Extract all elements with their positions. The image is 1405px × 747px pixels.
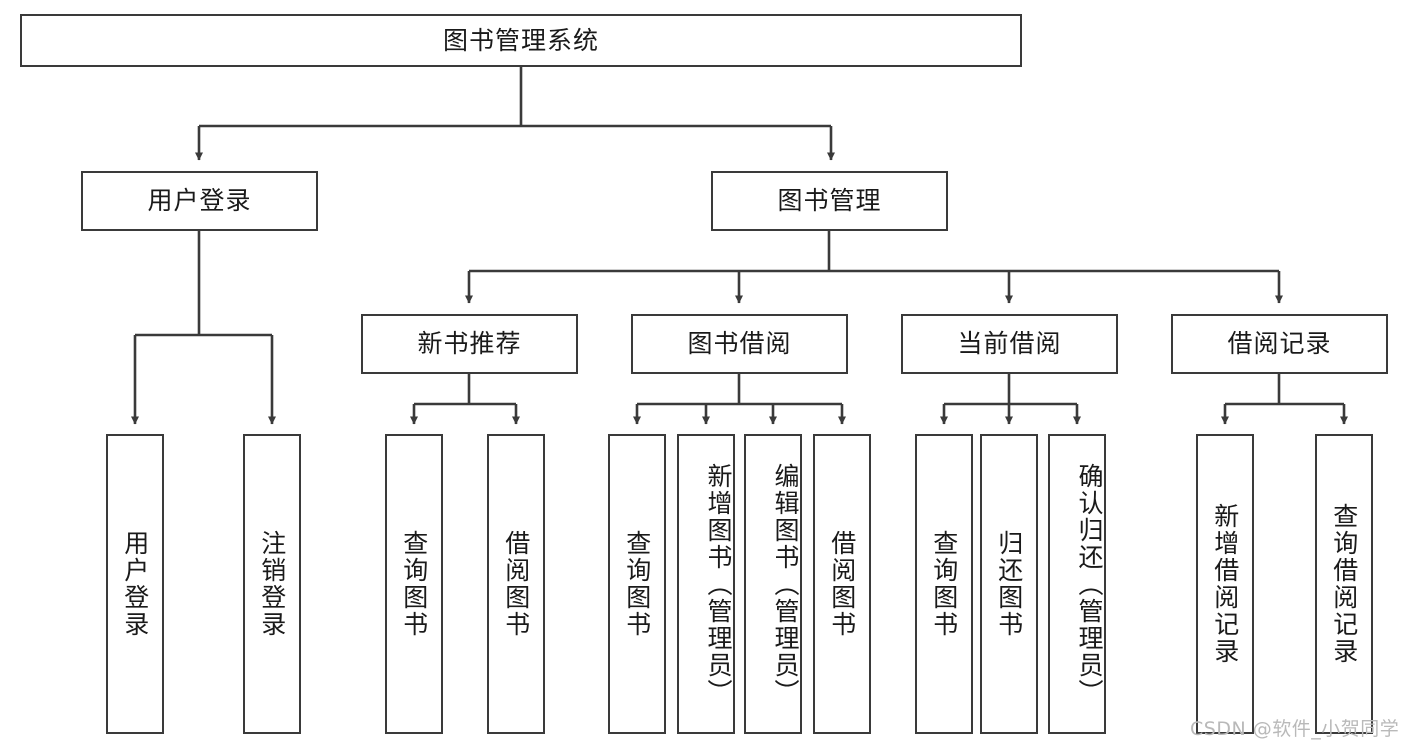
node-leaf-query-book-1[interactable]: 查询图书	[385, 434, 443, 734]
node-leaf-user-login[interactable]: 用户登录	[106, 434, 164, 734]
node-leaf-query-record[interactable]: 查询借阅记录	[1315, 434, 1373, 734]
node-current-borrow[interactable]: 当前借阅	[901, 314, 1118, 374]
node-leaf-user-login-label: 用户登录	[120, 530, 150, 638]
node-leaf-add-record[interactable]: 新增借阅记录	[1196, 434, 1254, 734]
node-leaf-add-book-label: 新增图书（管理员）	[704, 462, 733, 706]
node-leaf-confirm-return-label: 确认归还（管理员）	[1075, 462, 1104, 706]
node-book-manage-label: 图书管理	[777, 186, 882, 216]
watermark-text: CSDN @软件_小贺同学	[1190, 718, 1400, 740]
node-leaf-confirm-return[interactable]: 确认归还（管理员）	[1048, 434, 1106, 734]
node-book-borrow-label: 图书借阅	[687, 329, 792, 359]
node-user-login-label: 用户登录	[147, 186, 252, 216]
node-leaf-borrow-book-1-label: 借阅图书	[501, 530, 531, 638]
node-leaf-query-book-3[interactable]: 查询图书	[915, 434, 973, 734]
node-leaf-user-logout-label: 注销登录	[257, 530, 287, 638]
node-leaf-return-book[interactable]: 归还图书	[980, 434, 1038, 734]
node-new-book-rec-label: 新书推荐	[417, 329, 522, 359]
node-leaf-query-record-label: 查询借阅记录	[1329, 503, 1359, 665]
node-book-borrow[interactable]: 图书借阅	[631, 314, 848, 374]
node-current-borrow-label: 当前借阅	[957, 329, 1062, 359]
node-root[interactable]: 图书管理系统	[20, 14, 1022, 67]
node-leaf-query-book-1-label: 查询图书	[399, 530, 429, 638]
node-leaf-return-book-label: 归还图书	[994, 530, 1024, 638]
node-leaf-borrow-book-2-label: 借阅图书	[827, 530, 857, 638]
node-borrow-record[interactable]: 借阅记录	[1171, 314, 1388, 374]
node-root-label: 图书管理系统	[442, 25, 599, 55]
node-leaf-borrow-book-1[interactable]: 借阅图书	[487, 434, 545, 734]
node-leaf-query-book-2-label: 查询图书	[622, 530, 652, 638]
node-book-manage[interactable]: 图书管理	[711, 171, 948, 231]
node-leaf-edit-book[interactable]: 编辑图书（管理员）	[744, 434, 802, 734]
node-new-book-rec[interactable]: 新书推荐	[361, 314, 578, 374]
node-borrow-record-label: 借阅记录	[1227, 329, 1332, 359]
node-leaf-user-logout[interactable]: 注销登录	[243, 434, 301, 734]
node-leaf-query-book-2[interactable]: 查询图书	[608, 434, 666, 734]
node-leaf-add-record-label: 新增借阅记录	[1210, 503, 1240, 665]
node-user-login[interactable]: 用户登录	[81, 171, 318, 231]
node-leaf-borrow-book-2[interactable]: 借阅图书	[813, 434, 871, 734]
node-leaf-edit-book-label: 编辑图书（管理员）	[771, 462, 800, 706]
node-leaf-query-book-3-label: 查询图书	[929, 530, 959, 638]
node-leaf-add-book[interactable]: 新增图书（管理员）	[677, 434, 735, 734]
